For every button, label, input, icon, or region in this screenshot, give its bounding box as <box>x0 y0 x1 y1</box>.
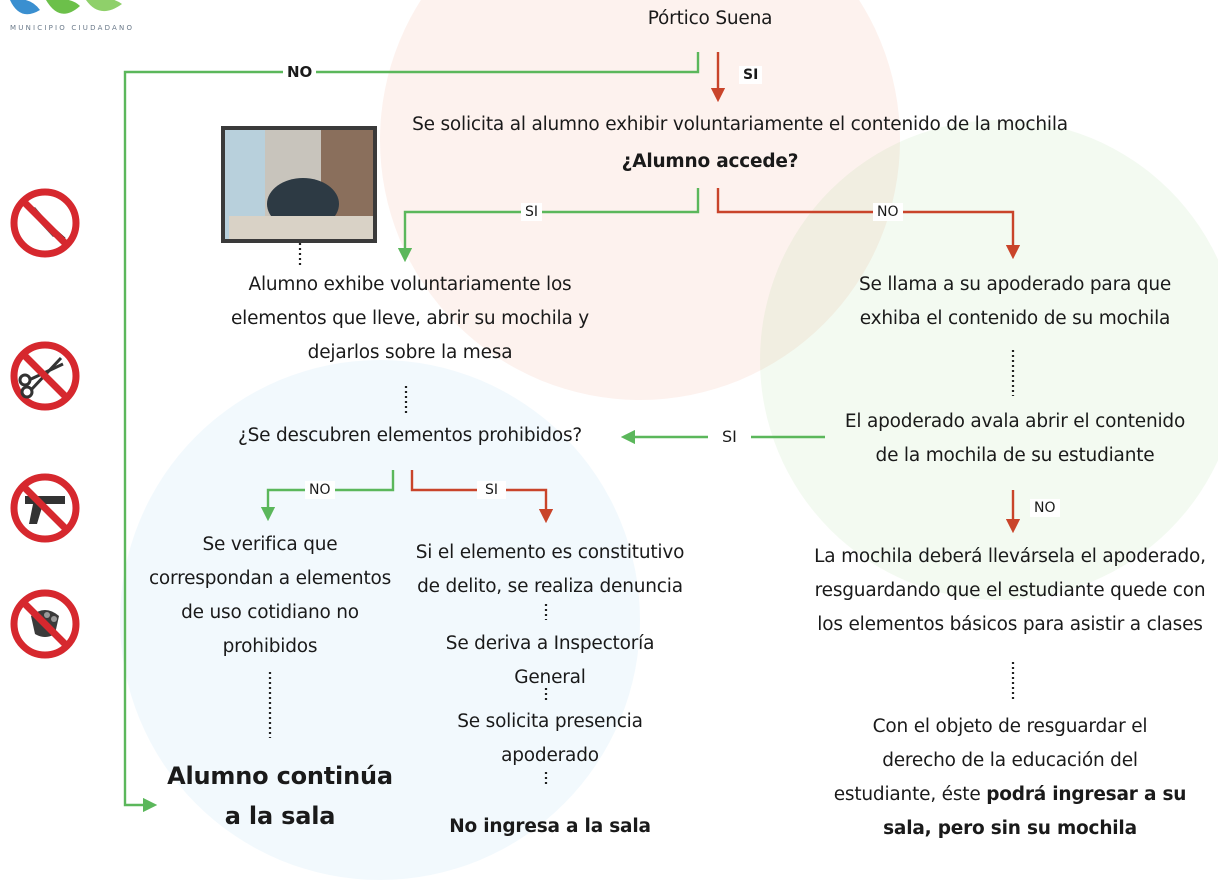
label-no-low: NO <box>305 481 335 499</box>
line: apoderado <box>501 745 599 766</box>
text-bold: podrá ingresar a su <box>986 784 1187 805</box>
node-discover: ¿Se descubren elementos prohibidos? <box>237 425 583 446</box>
knife-icon <box>9 187 81 259</box>
line: Si el elemento es constitutivo <box>415 542 685 563</box>
node-final: Con el objeto de resguardar el derecho d… <box>790 710 1218 846</box>
flow-connectors <box>123 52 1021 813</box>
label-si-left: SI <box>521 203 543 221</box>
node-guardian-open: El apoderado avala abrir el contenido de… <box>800 405 1218 473</box>
line: Alumno exhibe voluntariamente los <box>248 274 572 295</box>
line: dejarlos sobre la mesa <box>307 342 513 363</box>
node-right-call: Se llama a su apoderado para que exhiba … <box>800 268 1218 336</box>
node-question: ¿Alumno accede? <box>621 151 799 172</box>
connector-no-right <box>716 188 1021 260</box>
line: Se deriva a Inspectoría <box>445 633 655 654</box>
scissors-icon <box>9 340 81 412</box>
connector-no-top <box>123 52 700 813</box>
label-no-right-low: NO <box>1030 499 1060 517</box>
line: a la sala <box>224 802 336 830</box>
background-shape <box>120 360 640 880</box>
line: correspondan a elementos <box>148 568 392 589</box>
node-request: Se solicita al alumno exhibir voluntaria… <box>412 114 1068 135</box>
logo-subtitle: MUNICIPIO CIUDADANO <box>10 24 135 32</box>
node-guardian-take: La mochila deberá llevársela el apoderad… <box>790 540 1218 642</box>
line: Con el objeto de resguardar el <box>872 716 1148 737</box>
label-si-top: SI <box>739 66 763 84</box>
background-shape <box>380 0 900 400</box>
student-backpack-photo <box>221 126 377 243</box>
line: elementos que lleve, abrir su mochila y <box>230 308 590 329</box>
node-presence: Se solicita presencia apoderado <box>400 705 700 773</box>
line: los elementos básicos para asistir a cla… <box>817 614 1203 635</box>
connector-si-left <box>397 188 700 263</box>
node-crime: Si el elemento es constitutivo de delito… <box>400 536 700 604</box>
text-plain: estudiante, éste <box>833 784 987 805</box>
node-left-exhibit: Alumno exhibe voluntariamente los elemen… <box>190 268 630 370</box>
line: estudiante, éste podrá ingresar a su <box>790 778 1218 812</box>
label-no-right: NO <box>873 203 903 221</box>
line: Alumno continúa <box>167 762 393 790</box>
node-portico: Pórtico Suena <box>647 8 773 29</box>
line: de delito, se realiza denuncia <box>417 576 683 597</box>
line: de la mochila de su estudiante <box>875 445 1155 466</box>
node-continue: Alumno continúa a la sala <box>140 756 420 836</box>
line: La mochila deberá llevársela el apoderad… <box>814 546 1206 567</box>
label-no-top: NO <box>283 63 317 81</box>
background-shape <box>760 120 1218 600</box>
label-si-mid: SI <box>708 428 751 446</box>
line: de uso cotidiano no <box>181 602 359 623</box>
node-derive: Se deriva a Inspectoría General <box>400 627 700 695</box>
brass-knuckles-icon <box>9 588 81 660</box>
node-verify: Se verifica que correspondan a elementos… <box>145 528 395 664</box>
line: prohibidos <box>222 636 318 657</box>
line: El apoderado avala abrir el contenido <box>844 411 1186 432</box>
line: Se verifica que <box>202 534 338 555</box>
municipality-logo: MUNICIPIO CIUDADANO <box>0 0 160 45</box>
line: Se solicita presencia <box>457 711 643 732</box>
line: Se llama a su apoderado para que <box>858 274 1172 295</box>
gun-icon <box>9 472 81 544</box>
line: exhiba el contenido de su mochila <box>859 308 1171 329</box>
line: resguardando que el estudiante quede con <box>814 580 1206 601</box>
node-no-enter: No ingresa a la sala <box>449 816 651 837</box>
line: General <box>514 667 586 688</box>
line: sala, pero sin su mochila <box>883 818 1137 839</box>
label-si-low: SI <box>477 481 507 499</box>
line: derecho de la educación del <box>882 750 1138 771</box>
